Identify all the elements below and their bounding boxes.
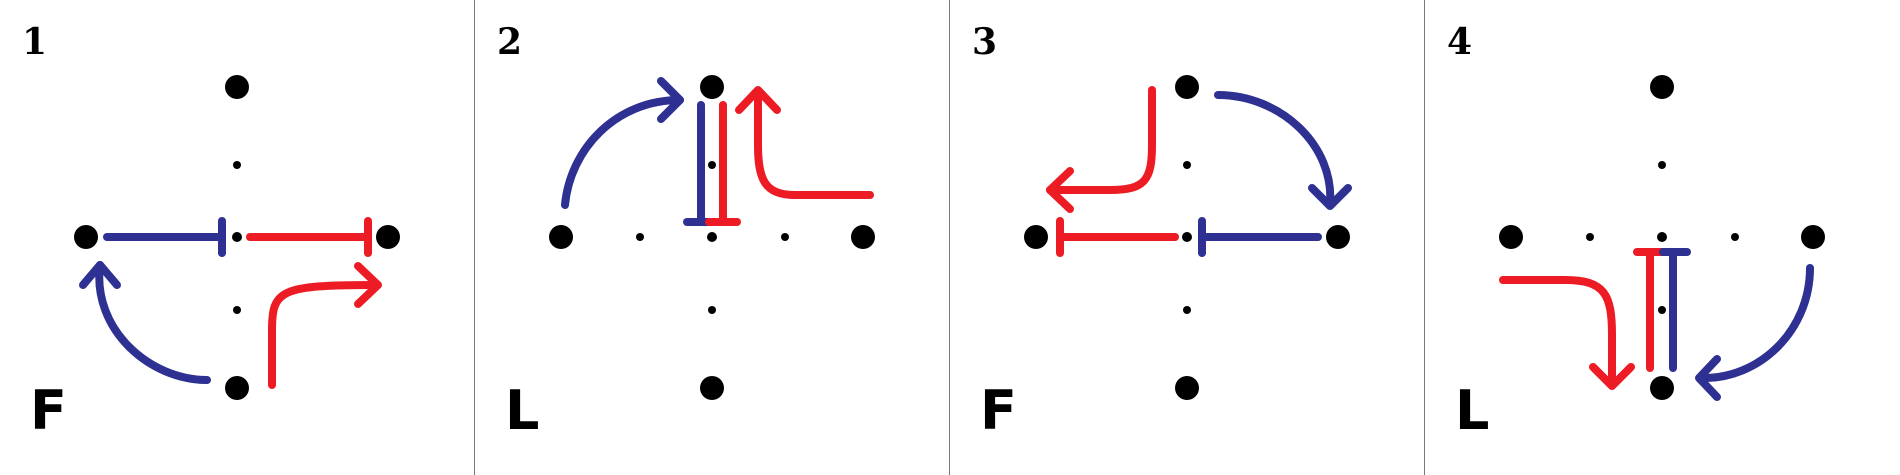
red-curved-arrow bbox=[268, 262, 382, 389]
blue-blocked-line bbox=[103, 217, 226, 257]
panel-number: 4 bbox=[1447, 21, 1473, 63]
red-blocked-line bbox=[1633, 248, 1667, 372]
panel-2-diagram bbox=[549, 75, 875, 400]
blue-curved-arrow bbox=[1214, 91, 1352, 210]
panel-1-diagram bbox=[74, 75, 400, 400]
panel-4: 4 L bbox=[1425, 0, 1900, 475]
grid-dots bbox=[1024, 75, 1350, 400]
panel-4-diagram bbox=[1499, 75, 1825, 401]
panel-number: 2 bbox=[497, 21, 523, 63]
panel-letter: L bbox=[505, 379, 540, 442]
grid-dots bbox=[1499, 75, 1825, 400]
blue-curved-arrow bbox=[561, 77, 684, 209]
panel-number: 3 bbox=[972, 21, 998, 63]
panel-letter: F bbox=[30, 379, 67, 442]
red-curved-arrow bbox=[1499, 276, 1635, 390]
red-curved-arrow bbox=[735, 86, 874, 199]
blue-blocked-line bbox=[1659, 248, 1691, 372]
grid-dots bbox=[549, 75, 875, 400]
panel-2: 2 L bbox=[475, 0, 950, 475]
blue-blocked-line bbox=[683, 101, 713, 226]
panel-letter: F bbox=[980, 379, 1017, 442]
panel-number: 1 bbox=[22, 21, 48, 63]
panel-letter: L bbox=[1455, 379, 1490, 442]
blue-blocked-line bbox=[1198, 217, 1322, 257]
blue-curved-arrow bbox=[1695, 264, 1814, 401]
panel-1: 1 F bbox=[0, 0, 475, 475]
red-blocked-line bbox=[246, 217, 372, 257]
red-blocked-line bbox=[705, 101, 741, 226]
panel-3: 3 F bbox=[950, 0, 1425, 475]
blue-curved-arrow bbox=[79, 261, 211, 384]
panel-3-diagram bbox=[1024, 75, 1352, 400]
red-blocked-line bbox=[1056, 217, 1179, 257]
red-curved-arrow bbox=[1046, 86, 1156, 213]
